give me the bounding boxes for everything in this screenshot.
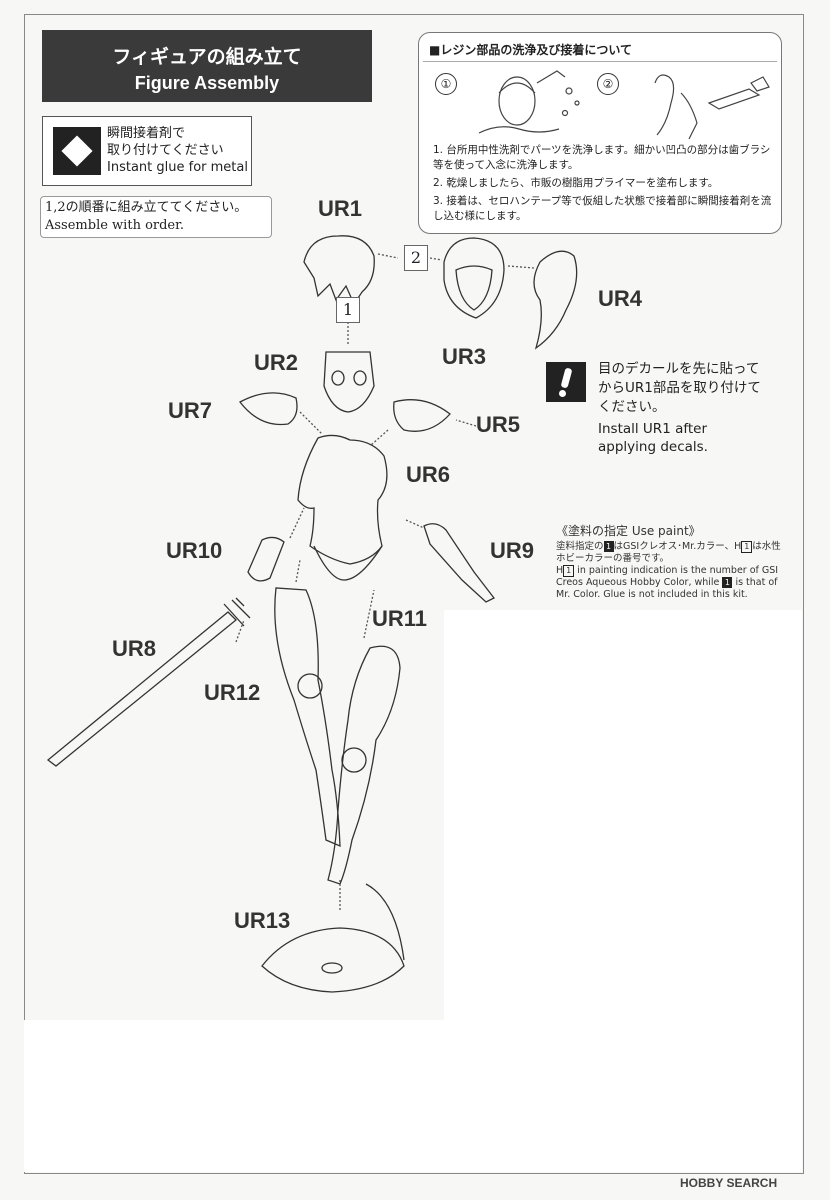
label-ur13: UR13	[234, 908, 291, 933]
part-ur3-head	[443, 237, 505, 319]
part-ur8-sword	[46, 611, 237, 767]
label-ur5: UR5	[476, 412, 521, 437]
resin-steps-list: 1. 台所用中性洗剤でパーツを洗浄します。細かい凹凸の部分は歯ブラシ等を使って入…	[433, 143, 773, 227]
label-ur4: UR4	[598, 286, 643, 311]
glue-diamond-icon	[53, 127, 101, 175]
resin-step-1: 1. 台所用中性洗剤でパーツを洗浄します。細かい凹凸の部分は歯ブラシ等を使って入…	[433, 144, 771, 171]
decal-note-jp: 目のデカールを先に貼って からUR1部品を取り付けて ください。	[598, 360, 798, 417]
label-ur10: UR10	[166, 538, 223, 563]
glue-en: Instant glue for metal	[107, 160, 248, 175]
resin-step1-marker: ①	[435, 73, 457, 95]
step-2-marker: 2	[404, 245, 428, 271]
part-ur1-hair	[303, 235, 375, 306]
glue-jp-line2: 取り付けてください	[107, 143, 224, 158]
label-ur2: UR2	[254, 350, 299, 375]
part-ur5-shoulder	[393, 399, 451, 432]
part-ur10-arm	[247, 536, 285, 582]
part-ur6-torso	[297, 434, 388, 565]
decal-en-line1: Install UR1 after	[598, 421, 708, 437]
section-title: フィギュアの組み立て Figure Assembly	[42, 30, 372, 102]
resin-heading: ■レジン部品の洗浄及び接着について	[429, 43, 632, 57]
decal-note-en: Install UR1 after applying decals.	[598, 420, 798, 456]
decal-jp-line3: ください。	[598, 399, 666, 415]
step-1-marker: 1	[336, 297, 360, 323]
part-ur13-base	[261, 927, 405, 993]
part-ur4-ponytail	[533, 250, 578, 350]
order-en: Assemble with order.	[45, 218, 185, 233]
resin-step-3: 3. 接着は、セロハンテープ等で仮組した状態で接着部に瞬間接着剤を流し込む様にし…	[433, 195, 772, 222]
label-ur1: UR1	[318, 196, 363, 221]
part-ur9-arm	[423, 523, 495, 603]
decal-jp-line2: からUR1部品を取り付けて	[598, 380, 761, 396]
page-frame	[24, 14, 804, 1174]
glue-jp-line1: 瞬間接着剤で	[107, 126, 186, 141]
order-notice: 1,2の順番に組み立ててください。 Assemble with order.	[40, 196, 272, 238]
order-jp: 1,2の順番に組み立ててください。	[45, 200, 248, 215]
resin-illustration	[478, 70, 770, 140]
label-ur9: UR9	[490, 538, 535, 563]
part-ur11-leg	[327, 645, 401, 885]
label-ur7: UR7	[168, 398, 213, 423]
part-ur12-leg	[274, 587, 341, 848]
decal-jp-line1: 目のデカールを先に貼って	[598, 361, 760, 377]
label-ur12: UR12	[204, 680, 261, 705]
part-ur7-shoulder	[239, 392, 298, 426]
glue-text: 瞬間接着剤で 取り付けてください Instant glue for metal	[107, 125, 248, 176]
resin-step-2: 2. 乾燥しましたら、市販の樹脂用プライマーを塗布します。	[433, 177, 719, 189]
glue-notice: 瞬間接着剤で 取り付けてください Instant glue for metal	[42, 116, 252, 186]
resin-step2-marker: ②	[597, 73, 619, 95]
resin-divider	[423, 61, 777, 62]
label-ur6: UR6	[406, 462, 451, 487]
label-ur11: UR11	[372, 606, 428, 631]
label-ur8: UR8	[112, 636, 157, 661]
blank-area-bottom	[24, 1020, 802, 1172]
caution-icon	[546, 362, 586, 402]
decal-en-line2: applying decals.	[598, 439, 708, 455]
title-jp: フィギュアの組み立て	[112, 46, 302, 68]
paint-title: 《塗料の指定 Use paint》	[556, 524, 701, 538]
resin-instructions: ■レジン部品の洗浄及び接着について ① ② 1. 台所用中性洗剤でパーツを洗浄し…	[418, 32, 782, 234]
part-ur2-face	[323, 351, 375, 413]
label-ur3: UR3	[442, 344, 487, 369]
title-en: Figure Assembly	[134, 73, 280, 93]
watermark: HOBBY SEARCH	[680, 1176, 778, 1190]
